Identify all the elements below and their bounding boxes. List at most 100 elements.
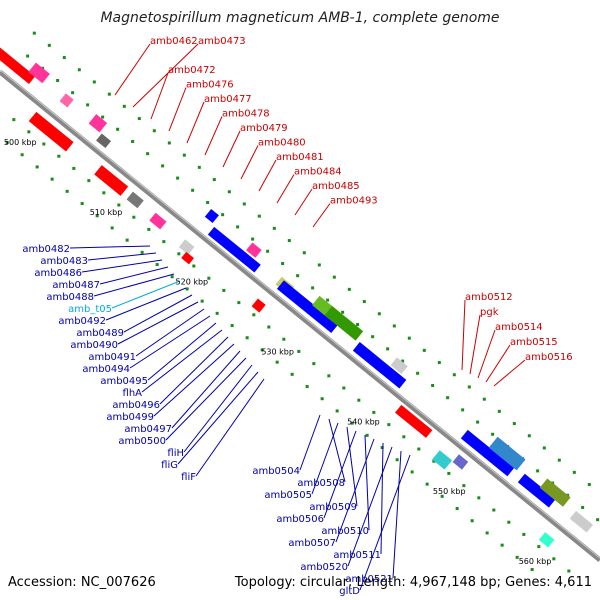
gc-dot [260, 348, 264, 352]
gc-dot [242, 202, 246, 206]
leader-line [114, 43, 151, 96]
gc-dot [377, 312, 381, 316]
gc-dot [116, 127, 120, 131]
gc-dot [80, 202, 84, 206]
gc-dot [362, 300, 366, 304]
gc-dot [257, 214, 261, 218]
gene-label: amb0497 [124, 424, 172, 435]
gene-feature [538, 532, 555, 548]
leader-line [359, 454, 411, 591]
gc-dot [416, 371, 420, 375]
leader-line [346, 426, 358, 507]
gc-dot [95, 214, 99, 218]
gc-dot [452, 373, 456, 377]
kbp-tick-label: 520 kbp [176, 278, 209, 287]
leader-line [105, 287, 187, 321]
leader-line [186, 101, 205, 144]
gene-label: amb0481 [276, 152, 324, 163]
gene-label: amb0494 [82, 364, 130, 375]
accession-text: Accession: NC_007626 [8, 575, 156, 590]
gc-dot [122, 104, 126, 108]
gene-feature [204, 208, 219, 224]
leader-line [380, 442, 384, 555]
gc-dot [537, 545, 541, 549]
gene-label: amb0480 [258, 138, 306, 149]
gc-dot [32, 31, 36, 35]
gene-label: amb0515 [510, 337, 558, 348]
gene-label: amb0504 [252, 466, 300, 477]
leader-line [123, 294, 193, 333]
gc-dot [380, 446, 384, 450]
leader-line [294, 188, 313, 216]
gene-label: amb0473 [198, 36, 246, 47]
gc-dot [341, 310, 345, 314]
gene-label: amb0478 [222, 109, 270, 120]
gc-dot [57, 154, 61, 158]
gc-dot [92, 80, 96, 84]
gene-label: amb0476 [186, 80, 234, 91]
gc-dot [371, 335, 375, 339]
gc-dot [137, 117, 141, 121]
gene-label: gltD [339, 586, 360, 597]
gene-label: amb0484 [294, 167, 342, 178]
gc-dot [515, 555, 519, 559]
gc-dot [567, 569, 571, 573]
gene-feature [460, 429, 515, 477]
gene-label: amb0485 [312, 181, 360, 192]
gc-dot [215, 311, 219, 315]
gene-feature [0, 38, 36, 84]
gc-dot [410, 470, 414, 474]
gc-dot [347, 287, 351, 291]
leader-line [328, 418, 346, 483]
leader-line [276, 174, 295, 204]
gene-feature [246, 242, 262, 258]
gene-label: flhA [123, 388, 143, 399]
gc-dot [170, 275, 174, 279]
gene-label: amb0479 [240, 123, 288, 134]
leader-line [299, 414, 321, 471]
gene-label: amb0490 [70, 340, 118, 351]
leader-line [469, 314, 481, 375]
gene-feature [126, 191, 144, 209]
gc-dot [302, 251, 306, 255]
gene-feature [28, 62, 50, 84]
gc-dot [267, 325, 271, 329]
leader-line [87, 252, 157, 261]
leader-line [240, 145, 259, 180]
gene-feature [390, 357, 408, 374]
gc-dot [230, 324, 234, 328]
gc-dot [422, 348, 426, 352]
gc-dot [485, 531, 489, 535]
gc-dot [470, 519, 474, 523]
leader-line [117, 301, 199, 345]
gene-feature [149, 212, 167, 230]
gc-dot [476, 420, 480, 424]
kbp-tick-label: 500 kbp [4, 138, 37, 147]
gc-dot [467, 385, 471, 389]
leader-line [392, 450, 402, 579]
gene-label: amb0510 [321, 526, 369, 537]
gene-label: amb0507 [288, 538, 336, 549]
gc-dot [335, 409, 339, 413]
gene-feature [28, 111, 74, 152]
gene-label: amb0488 [46, 292, 94, 303]
gc-dot [65, 189, 69, 193]
gene-feature [432, 450, 453, 470]
gc-dot [482, 397, 486, 401]
gene-feature [96, 133, 112, 149]
gc-dot [272, 226, 276, 230]
gc-dot [522, 532, 526, 536]
gc-dot [185, 287, 189, 291]
leader-line [493, 359, 526, 387]
gc-dot [317, 263, 321, 267]
gene-label: amb0483 [40, 256, 88, 267]
gc-dot [221, 213, 225, 217]
gc-dot [281, 261, 285, 265]
kbp-tick-label: 530 kbp [261, 348, 294, 357]
gc-dot [557, 458, 561, 462]
leader-line [69, 245, 151, 249]
gene-label: fliG [161, 460, 178, 471]
gene-label: amb0514 [495, 322, 543, 333]
